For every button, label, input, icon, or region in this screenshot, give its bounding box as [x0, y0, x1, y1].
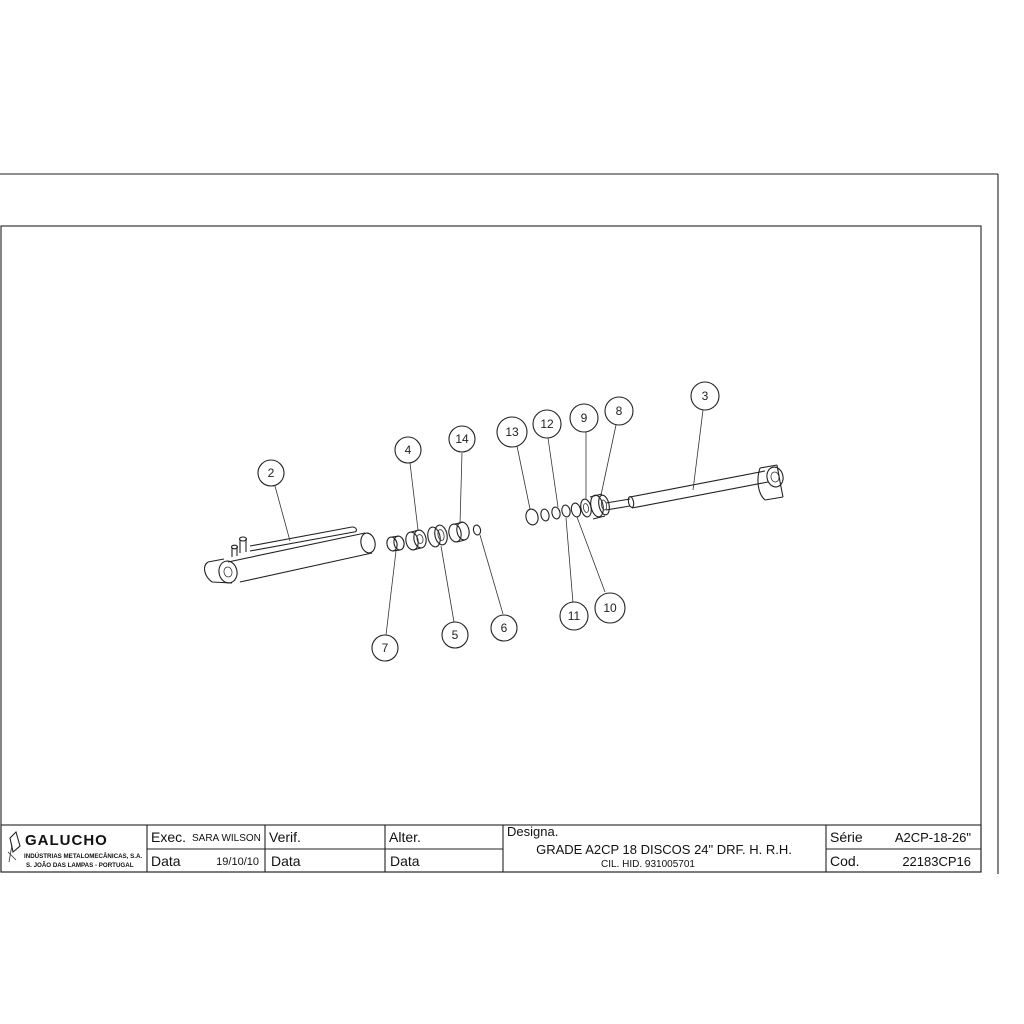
svg-text:13: 13 — [505, 425, 519, 439]
alter-data-label: Data — [390, 853, 420, 869]
cod-label: Cod. — [830, 853, 860, 869]
alter-label: Alter. — [389, 829, 421, 845]
svg-text:7: 7 — [382, 641, 389, 655]
data-value: 19/10/10 — [216, 856, 259, 868]
svg-text:3: 3 — [702, 389, 709, 403]
callout-10: 10 — [594, 592, 626, 624]
callout-13: 13 — [496, 416, 528, 448]
callout-leaders — [274, 409, 704, 636]
part-3-piston-rod — [605, 464, 784, 511]
part-13-snap-ring — [525, 508, 539, 526]
designa-label: Designa. — [507, 824, 558, 839]
serie-label: Série — [830, 829, 863, 845]
callout-2: 2 — [257, 459, 285, 487]
part-10-ring — [570, 502, 582, 518]
part-14-gland-ring — [448, 521, 470, 543]
verif-label: Verif. — [269, 829, 301, 845]
svg-text:14: 14 — [455, 432, 469, 446]
part-11-ring — [551, 504, 571, 520]
designation-line2: CIL. HID. 931005701 — [601, 859, 695, 870]
galucho-logo: GALUCHO INDÚSTRIAS METALOMECÂNICAS, S.A.… — [7, 830, 142, 869]
callout-5: 5 — [441, 621, 469, 649]
svg-text:10: 10 — [603, 601, 617, 615]
svg-text:INDÚSTRIAS METALOMECÂNICAS, S.: INDÚSTRIAS METALOMECÂNICAS, S.A. — [24, 853, 142, 860]
svg-text:5: 5 — [452, 628, 459, 642]
callout-4: 4 — [394, 436, 422, 464]
callout-6: 6 — [490, 614, 518, 642]
svg-text:9: 9 — [581, 411, 588, 425]
part-7-nut — [386, 535, 405, 552]
callout-9: 9 — [569, 403, 599, 433]
part-12-ring — [540, 508, 550, 522]
title-block: GALUCHO INDÚSTRIAS METALOMECÂNICAS, S.A.… — [0, 824, 982, 873]
svg-text:12: 12 — [540, 417, 554, 431]
callout-3: 3 — [690, 381, 720, 411]
callout-8: 8 — [604, 396, 634, 426]
svg-text:2: 2 — [268, 466, 275, 480]
callout-11: 11 — [559, 601, 589, 631]
cod-value: 22183CP16 — [902, 854, 971, 869]
part-6-o-ring — [472, 524, 482, 536]
part-4-piston — [405, 529, 427, 551]
svg-text:4: 4 — [405, 443, 412, 457]
sheet-border — [0, 173, 999, 874]
data-label: Data — [151, 853, 181, 869]
svg-text:8: 8 — [616, 404, 623, 418]
svg-text:GALUCHO: GALUCHO — [25, 832, 108, 849]
callout-14: 14 — [448, 425, 476, 453]
part-5-seal — [427, 524, 448, 548]
exec-value: SARA WILSON — [192, 833, 261, 844]
part-8-rod-guide — [589, 493, 610, 520]
designation-line1: GRADE A2CP 18 DISCOS 24" DRF. H. R.H. — [536, 842, 792, 857]
verif-data-label: Data — [271, 853, 301, 869]
svg-text:S. JOÃO DAS LAMPAS - PORTUGAL: S. JOÃO DAS LAMPAS - PORTUGAL — [26, 862, 134, 869]
part-2-cylinder-barrel — [203, 526, 376, 584]
serie-value: A2CP-18-26" — [895, 830, 972, 845]
svg-text:6: 6 — [501, 621, 508, 635]
svg-text:11: 11 — [568, 609, 581, 623]
exec-label: Exec. — [151, 829, 186, 845]
callout-7: 7 — [371, 634, 399, 662]
callout-12: 12 — [532, 409, 562, 439]
